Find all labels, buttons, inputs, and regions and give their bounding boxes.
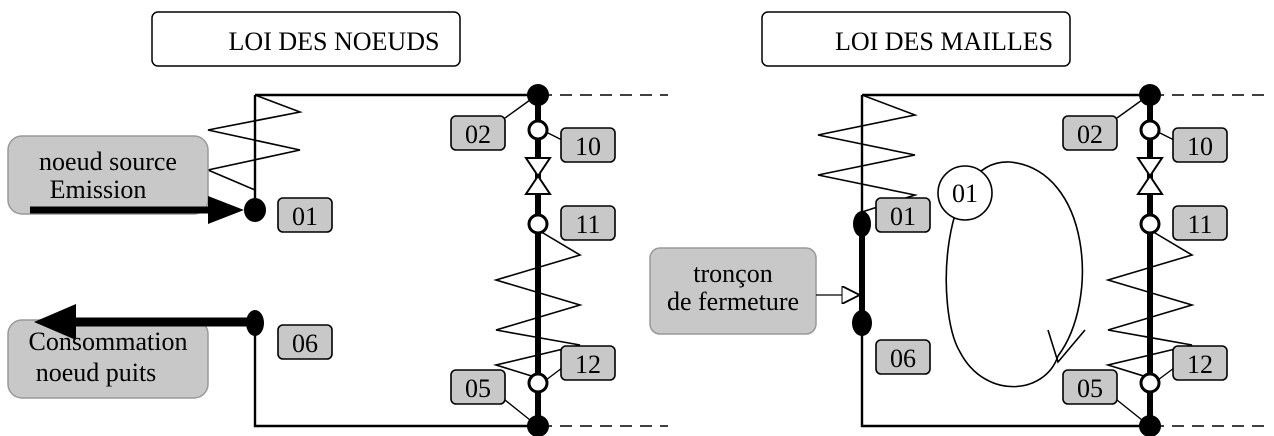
tag-12-right: 12 — [1172, 345, 1228, 381]
node-06-right — [852, 310, 872, 336]
svg-text:12: 12 — [1187, 350, 1213, 379]
node-01 — [244, 198, 266, 222]
svg-text:11: 11 — [575, 210, 600, 239]
tag-05: 05 — [450, 369, 506, 405]
right-title-box: LOI DES MAILLES — [761, 11, 1071, 67]
leader-02 — [504, 99, 531, 119]
svg-text:noeud puits: noeud puits — [36, 358, 157, 387]
node-12-right — [1139, 372, 1161, 394]
node-01-right — [853, 211, 871, 237]
svg-text:05: 05 — [465, 374, 491, 403]
node-10 — [527, 119, 549, 141]
svg-text:Emission: Emission — [50, 175, 147, 204]
svg-text:01: 01 — [292, 202, 318, 231]
leader-12 — [545, 367, 563, 381]
leader-12-right — [1157, 367, 1175, 381]
valve-icon — [524, 157, 552, 195]
node-12 — [527, 372, 549, 394]
left-panel-title: LOI DES NOEUDS — [229, 27, 440, 56]
right-zigzag — [492, 229, 583, 379]
svg-text:01: 01 — [952, 179, 978, 208]
node-06 — [246, 310, 264, 336]
node-02-right — [1139, 84, 1161, 106]
tag-01-right: 01 — [875, 197, 931, 233]
svg-text:Consommation: Consommation — [29, 327, 188, 356]
sink-arrow-icon — [34, 304, 250, 340]
left-zigzag — [205, 94, 303, 191]
tag-05-right: 05 — [1062, 369, 1118, 405]
svg-text:05: 05 — [1077, 374, 1103, 403]
tag-02-right: 02 — [1062, 115, 1118, 151]
svg-text:12: 12 — [575, 350, 601, 379]
node-05 — [527, 415, 549, 436]
sink-callout: Consommation noeud puits — [7, 319, 209, 399]
tag-12: 12 — [560, 345, 616, 381]
left-title-box: LOI DES NOEUDS — [151, 11, 461, 67]
tag-06-right: 06 — [875, 339, 931, 375]
tag-02: 02 — [450, 115, 506, 151]
svg-text:11: 11 — [1187, 210, 1212, 239]
right-panel-title: LOI DES MAILLES — [835, 27, 1053, 56]
source-arrow-icon — [30, 196, 244, 224]
node-11 — [527, 213, 549, 235]
svg-text:02: 02 — [465, 120, 491, 149]
loop-direction-arrow-icon — [1047, 329, 1086, 364]
svg-text:06: 06 — [890, 344, 916, 373]
svg-text:10: 10 — [575, 132, 601, 161]
svg-text:de fermeture: de fermeture — [667, 287, 799, 316]
tag-10: 10 — [560, 127, 616, 163]
leader-10 — [545, 131, 563, 141]
leader-02-right — [1116, 99, 1143, 119]
leader-05 — [504, 399, 531, 421]
tag-10-right: 10 — [1172, 127, 1228, 163]
source-callout: noeud source Emission — [7, 135, 209, 215]
bottom-line-right — [860, 325, 1150, 428]
left-zigzag-right — [817, 94, 919, 213]
node-05-right — [1139, 415, 1161, 436]
bottom-line — [253, 325, 538, 428]
tag-01: 01 — [277, 197, 333, 233]
svg-text:02: 02 — [1077, 120, 1103, 149]
right-panel: LOI DES MAILLES 01 — [649, 11, 1270, 436]
node-10-right — [1139, 119, 1161, 141]
tag-06: 06 — [277, 324, 333, 360]
svg-text:noeud source: noeud source — [39, 147, 177, 176]
svg-text:06: 06 — [292, 329, 318, 358]
svg-text:10: 10 — [1187, 132, 1213, 161]
right-zigzag-right — [1104, 229, 1195, 379]
node-02 — [527, 84, 549, 106]
leader-05-right — [1116, 399, 1143, 421]
closure-callout: tronçon de fermeture — [649, 247, 817, 335]
loop-label: 01 — [937, 165, 993, 221]
valve-icon-right — [1136, 157, 1164, 195]
svg-text:tronçon: tronçon — [693, 259, 772, 288]
svg-text:01: 01 — [890, 202, 916, 231]
leader-10-right — [1157, 131, 1175, 141]
tag-11-right: 11 — [1172, 205, 1228, 241]
node-11-right — [1139, 213, 1161, 235]
left-panel: LOI DES NOEUDS 01 — [7, 11, 668, 436]
tag-11: 11 — [560, 205, 616, 241]
